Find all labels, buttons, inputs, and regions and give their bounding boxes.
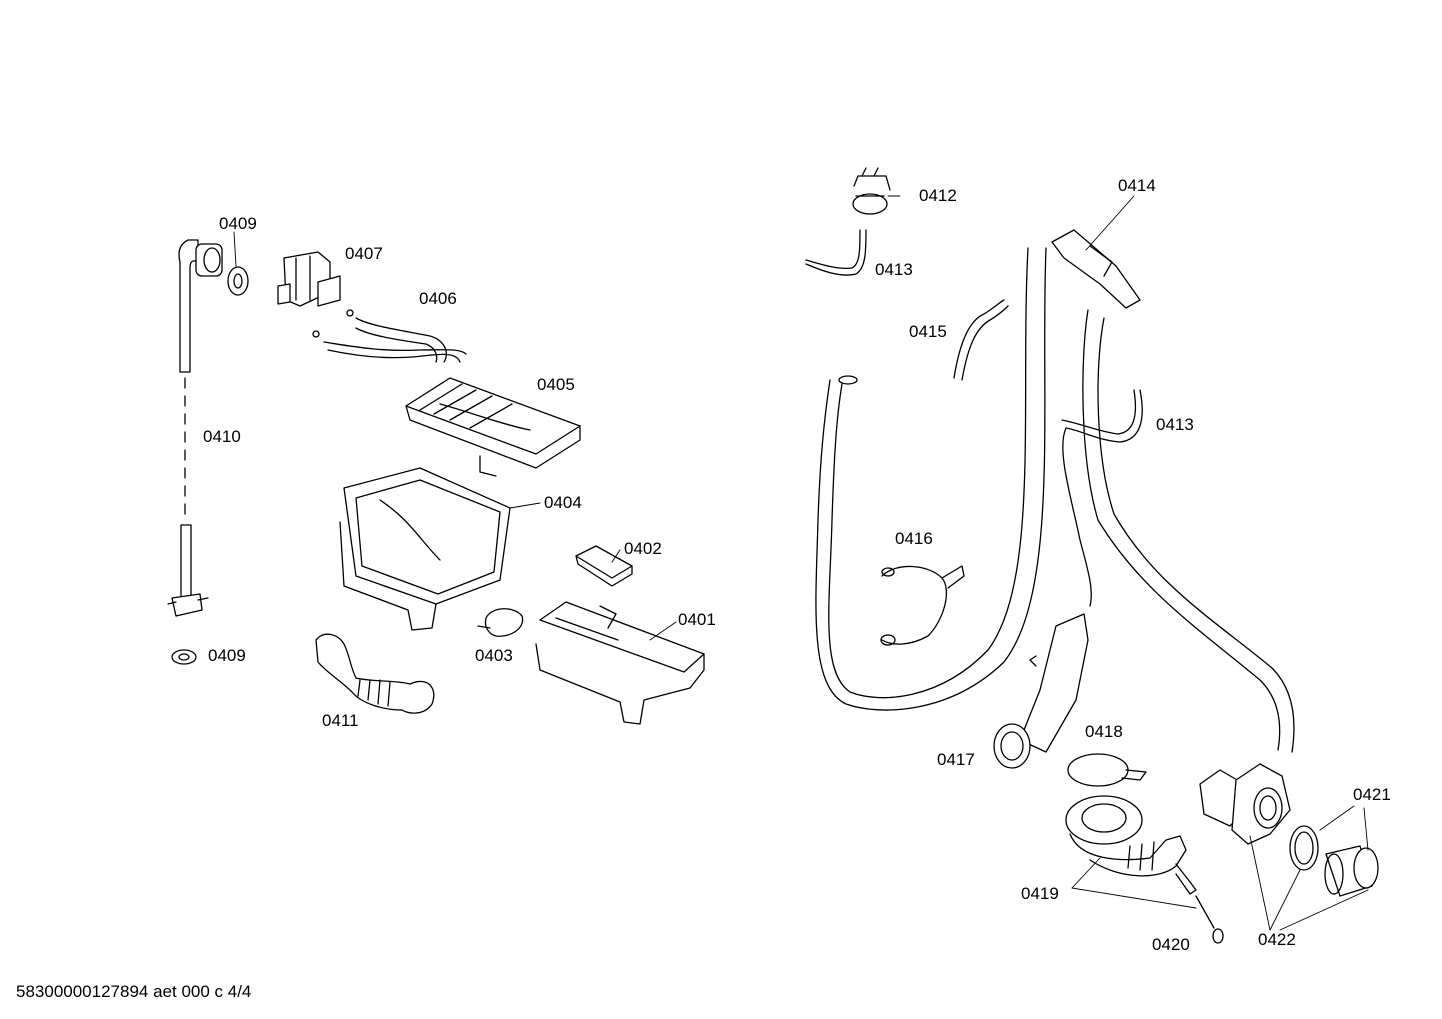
part-0422-ring <box>1289 825 1319 871</box>
label-0410: 0410 <box>203 427 241 446</box>
label-0415: 0415 <box>909 322 947 341</box>
label-0409-top: 0409 <box>219 214 257 233</box>
part-0420-sensor <box>1195 895 1224 944</box>
part-0417-sump-hose <box>993 613 1089 769</box>
part-0412-pressure-switch <box>852 167 891 215</box>
part-0418-clamp <box>1067 753 1147 787</box>
label-0409-bottom: 0409 <box>208 646 246 665</box>
label-0401: 0401 <box>678 610 716 629</box>
label-0417: 0417 <box>937 750 975 769</box>
label-0416: 0416 <box>895 529 933 548</box>
part-0416-clip <box>880 565 965 646</box>
label-0411: 0411 <box>322 711 359 730</box>
part-0414-drain-connector <box>1051 229 1141 309</box>
label-0413-top: 0413 <box>875 260 913 279</box>
label-0419: 0419 <box>1021 884 1059 903</box>
label-0420: 0420 <box>1152 935 1190 954</box>
hose-outlet <box>1082 309 1295 753</box>
hose-main <box>815 247 1047 711</box>
part-0409-washer-bottom <box>171 649 197 665</box>
label-0405: 0405 <box>537 375 575 394</box>
part-0422-filter <box>1324 845 1379 897</box>
part-0404-dispenser-housing <box>339 467 511 631</box>
part-0413-tube-right <box>1061 389 1143 607</box>
part-0402-lid <box>575 545 633 587</box>
part-0407-valve <box>277 251 354 338</box>
part-0421-pump <box>1199 763 1291 845</box>
part-0419-sump <box>1065 795 1197 895</box>
label-0418: 0418 <box>1085 722 1123 741</box>
part-0411-bellows <box>315 633 435 714</box>
label-0412: 0412 <box>919 186 957 205</box>
label-0421: 0421 <box>1353 785 1391 804</box>
label-0406: 0406 <box>419 289 457 308</box>
part-0405-dispenser-cover <box>405 377 581 477</box>
part-0415-hose <box>953 299 1009 381</box>
label-0404: 0404 <box>544 493 582 512</box>
part-0413-tube-top <box>805 229 867 276</box>
part-0406-hoses <box>323 317 467 363</box>
part-0410-inlet-pipe <box>167 239 223 617</box>
leader-lines <box>233 195 1369 931</box>
label-0402: 0402 <box>624 539 662 558</box>
part-0403-siphon <box>477 608 524 637</box>
part-0409-washer-top <box>227 266 249 296</box>
label-0403: 0403 <box>475 646 513 665</box>
label-0422: 0422 <box>1258 930 1296 949</box>
label-0413-right: 0413 <box>1156 415 1194 434</box>
label-0407: 0407 <box>345 244 383 263</box>
label-0414: 0414 <box>1118 176 1156 195</box>
part-0401-drawer <box>535 601 705 725</box>
drawing-reference: 58300000127894 aet 000 c 4/4 <box>16 982 252 1001</box>
